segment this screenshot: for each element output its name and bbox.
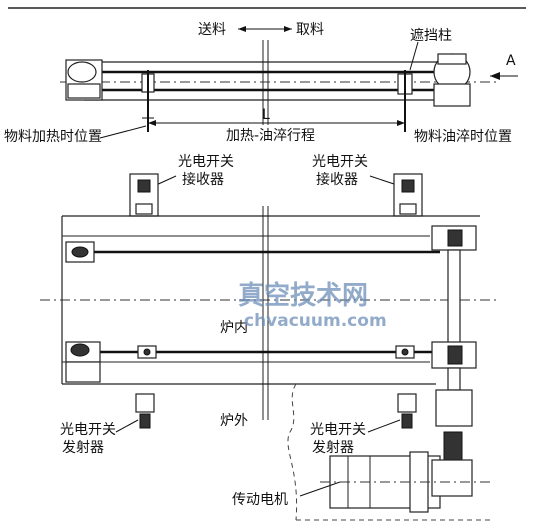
left-end-wheel [67,61,97,83]
receiver-left-line2: 接收器 [182,171,224,188]
direction-arrowhead-left [238,26,246,32]
coupling [443,431,463,463]
right-end-bracket [437,53,467,65]
direction-left-label: 送料 [198,22,226,38]
furnace-boundary-dashed [287,383,490,521]
left-end-base [67,83,101,99]
receiver-right-sensor [401,179,415,193]
receiver-right-line1: 光电开关 [312,154,368,170]
emitter-right-box [397,393,417,413]
receiver-right-foot [399,203,417,215]
lower-right-cap [447,345,463,365]
direction-right-label: 取料 [296,22,324,38]
receiver-left-sensor [137,179,151,193]
emitter-left-line1: 光电开关 [60,422,116,438]
direction-arrowhead-right [284,26,292,32]
lower-carrier-right-pin [401,348,409,356]
quench-position-label: 物料油淬时位置 [414,129,512,145]
view-a-label: A [506,53,516,69]
stroke-symbol: L [262,107,270,123]
stop-post-label: 遮挡柱 [410,28,452,44]
watermark: 真空技术网 chvacuum.com [238,280,387,331]
heat-position-label: 物料加热时位置 [4,129,102,145]
stroke-arrowhead-left [148,120,156,126]
drive-shaft [447,249,461,351]
receiver-left-foot [135,203,153,215]
furnace-outside-label: 炉外 [220,413,248,429]
emitter-left-sensor [139,413,151,429]
watermark-cn: 真空技术网 [238,280,368,311]
bottom-view: 光电开关 接收器 光电开关 接收器 [40,154,500,521]
emitter-left-line2: 发射器 [62,440,104,456]
watermark-url: chvacuum.com [244,311,387,331]
emitter-right-leader [367,419,401,433]
heat-position-leader [99,125,147,139]
receiver-right-line2: 接收器 [316,171,358,188]
receiver-left-line1: 光电开关 [178,154,234,170]
lower-left-hub [70,343,90,357]
emitter-right-line2: 发射器 [312,440,354,456]
stroke-label: 加热-油淬行程 [226,128,315,144]
emitter-right-line1: 光电开关 [310,422,366,438]
stroke-arrowhead-right [397,120,405,126]
top-view: 送料 取料 遮挡柱 A [4,22,518,145]
motor-label: 传动电机 [232,492,288,508]
right-end-housing [433,83,471,107]
emitter-left-box [135,393,155,413]
lower-left-box [65,361,101,383]
motor-leader [299,481,341,497]
lower-carrier-left-pin [143,348,151,356]
stop-post-leader [409,41,419,71]
view-a-arrowhead [490,72,500,80]
upper-left-hub [71,246,89,258]
upper-right-cap [447,229,463,247]
furnace-inside-label: 炉内 [220,320,248,336]
motor-gear-head [431,459,473,497]
emitter-right-sensor [401,413,413,429]
gearbox [435,389,473,427]
drive-shaft-lower [447,367,461,391]
emitter-left-leader [115,419,139,433]
